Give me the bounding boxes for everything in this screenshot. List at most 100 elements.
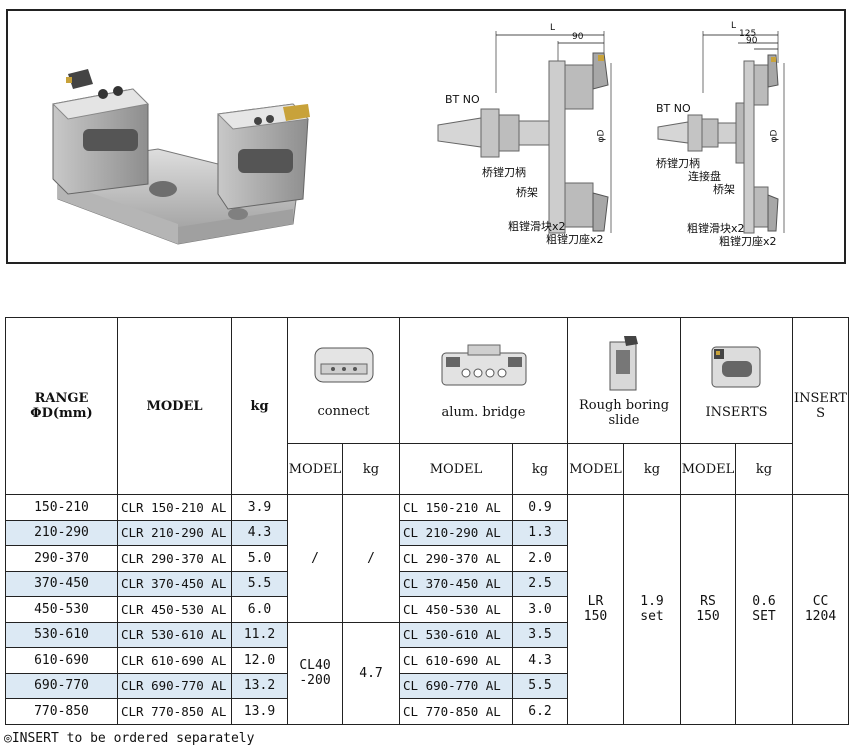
table-row: 210-290 CLR 210-290 AL 4.3 CL 210-290 AL… xyxy=(5,519,849,546)
header-insert-s: INSERT S xyxy=(792,317,850,495)
range-cell: 690-770 xyxy=(5,672,118,699)
range-cell: 450-530 xyxy=(5,596,118,623)
assembly-diagram-1 xyxy=(437,31,612,234)
bridge-model-cell: CL 210-290 AL xyxy=(399,519,513,546)
table-row: 770-850 CLR 770-850 AL 13.9 CL 770-850 A… xyxy=(5,698,849,725)
bridge-model-cell: CL 370-450 AL xyxy=(399,570,513,597)
insert-holder-icon xyxy=(711,346,760,388)
sub-bridge-model: MODEL xyxy=(399,443,513,495)
dim-phiD-1: φD xyxy=(596,129,607,143)
bridge-model-cell: CL 150-210 AL xyxy=(399,494,513,521)
bridge-kg-cell: 3.5 xyxy=(512,621,568,648)
subheader-row: MODEL kg MODEL kg MODEL kg MODEL kg xyxy=(6,443,849,495)
slide-model-merged: LR 150 xyxy=(567,494,624,725)
range-cell: 210-290 xyxy=(5,519,118,546)
header-insert-s-line2: S xyxy=(816,406,825,421)
label-bridge-holder-1: 桥镗刀柄 xyxy=(482,166,526,179)
spec-table: RANGE ΦD(mm) MODEL kg connect alum. brid… xyxy=(5,317,850,725)
bridge-model-cell: CL 770-850 AL xyxy=(399,698,513,725)
kg-cell: 13.9 xyxy=(231,698,288,725)
bridge-kg-cell: 2.5 xyxy=(512,570,568,597)
insert-model-line1: RS xyxy=(700,594,716,610)
label-bridge-1: 桥架 xyxy=(516,186,538,199)
connect-model-none: / xyxy=(287,494,343,623)
kg-cell: 6.0 xyxy=(231,596,288,623)
sub-slide-kg: kg xyxy=(623,443,681,495)
header-connect: connect xyxy=(287,317,400,444)
connect-plate-icon xyxy=(314,347,373,383)
insert-s-line1: CC xyxy=(812,594,829,610)
model-cell: CLR 450-530 AL xyxy=(117,596,232,623)
table-row: 150-210 CLR 150-210 AL 3.9 / / CL 150-21… xyxy=(5,494,850,725)
header-model: MODEL xyxy=(117,317,232,495)
dim-phiD-2: φD xyxy=(769,129,780,143)
kg-cell: 3.9 xyxy=(231,494,288,521)
connect-kg-none: / xyxy=(342,494,400,623)
connect-model-line2: -200 xyxy=(299,673,331,688)
insert-kg-line1: 0.6 xyxy=(752,594,776,610)
header-inserts-label: INSERTS xyxy=(705,405,768,420)
range-cell: 530-610 xyxy=(5,621,118,648)
bridge-kg-cell: 2.0 xyxy=(512,545,568,572)
dim-90-2: 90 xyxy=(746,36,758,46)
bridge-kg-cell: 4.3 xyxy=(512,647,568,674)
alum-bridge-icon xyxy=(441,344,526,386)
header-alum-bridge: alum. bridge xyxy=(399,317,568,444)
assembly-diagram-2 xyxy=(657,31,785,234)
header-insert-s-line1: INSERT xyxy=(793,391,848,406)
bridge-model-cell: CL 610-690 AL xyxy=(399,647,513,674)
slide-kg-line1: 1.9 xyxy=(640,594,664,610)
table-row: 690-770 CLR 690-770 AL 13.2 CL 690-770 A… xyxy=(5,672,849,699)
header-row: RANGE ΦD(mm) MODEL kg connect alum. brid… xyxy=(5,317,850,495)
range-cell: 290-370 xyxy=(5,545,118,572)
kg-cell: 5.0 xyxy=(231,545,288,572)
sub-connect-model: MODEL xyxy=(287,443,343,495)
insert-s-merged: CC 1204 xyxy=(792,494,850,725)
sub-bridge-kg: kg xyxy=(512,443,568,495)
label-bridge-holder-2: 桥镗刀柄 xyxy=(656,157,700,170)
sub-insert-model: MODEL xyxy=(680,443,736,495)
insert-kg-line2: SET xyxy=(752,609,776,625)
connect-model-merged: CL40 -200 xyxy=(287,621,343,725)
bridge-model-cell: CL 290-370 AL xyxy=(399,545,513,572)
model-cell: CLR 370-450 AL xyxy=(117,570,232,597)
header-inserts: INSERTS xyxy=(679,317,794,444)
bridge-kg-cell: 0.9 xyxy=(512,494,568,521)
bridge-kg-cell: 5.5 xyxy=(512,672,568,699)
sub-slide-model: MODEL xyxy=(567,443,624,495)
range-cell: 370-450 xyxy=(5,570,118,597)
insert-kg-merged: 0.6 SET xyxy=(734,494,794,725)
kg-cell: 13.2 xyxy=(231,672,288,699)
kg-cell: 4.3 xyxy=(231,519,288,546)
label-slide-1: 粗镗滑块x2 xyxy=(508,220,566,233)
table-row: 610-690 CLR 610-690 AL 12.0 CL 610-690 A… xyxy=(5,647,849,674)
table-row: 290-370 CLR 290-370 AL 5.0 CL 290-370 AL… xyxy=(5,545,849,572)
dim-L-2: L xyxy=(731,21,737,31)
label-connect-disc-2: 连接盘 xyxy=(688,170,721,183)
range-cell: 610-690 xyxy=(5,647,118,674)
header-range-label: RANGE xyxy=(34,391,89,406)
bridge-kg-cell: 1.3 xyxy=(512,519,568,546)
header-rough-boring: Rough boring slide xyxy=(567,317,681,444)
slide-model-line2: 150 xyxy=(583,609,608,625)
label-seat-1: 粗镗刀座x2 xyxy=(546,233,604,246)
label-slide-2: 粗镗滑块x2 xyxy=(687,222,745,235)
kg-cell: 12.0 xyxy=(231,647,288,674)
label-bridge-2: 桥架 xyxy=(713,183,735,196)
slide-model-line1: LR xyxy=(587,594,604,610)
range-cell: 150-210 xyxy=(5,494,118,521)
kg-cell: 5.5 xyxy=(231,570,288,597)
header-range-unit: ΦD(mm) xyxy=(30,406,93,421)
dim-90-1: 90 xyxy=(572,32,584,42)
insert-model-line2: 150 xyxy=(696,609,720,625)
range-cell: 770-850 xyxy=(5,698,118,725)
label-bt-no-1: BT NO xyxy=(445,93,480,106)
bridge-kg-cell: 6.2 xyxy=(512,698,568,725)
label-bt-no-2: BT NO xyxy=(656,102,691,115)
table-row: 530-610 CLR 530-610 AL 11.2 CL40 -200 4.… xyxy=(5,621,849,725)
sub-connect-kg: kg xyxy=(342,443,400,495)
bridge-model-cell: CL 530-610 AL xyxy=(399,621,513,648)
header-kg: kg xyxy=(231,317,288,495)
model-cell: CLR 530-610 AL xyxy=(117,621,232,648)
slide-kg-line2: set xyxy=(640,609,664,625)
